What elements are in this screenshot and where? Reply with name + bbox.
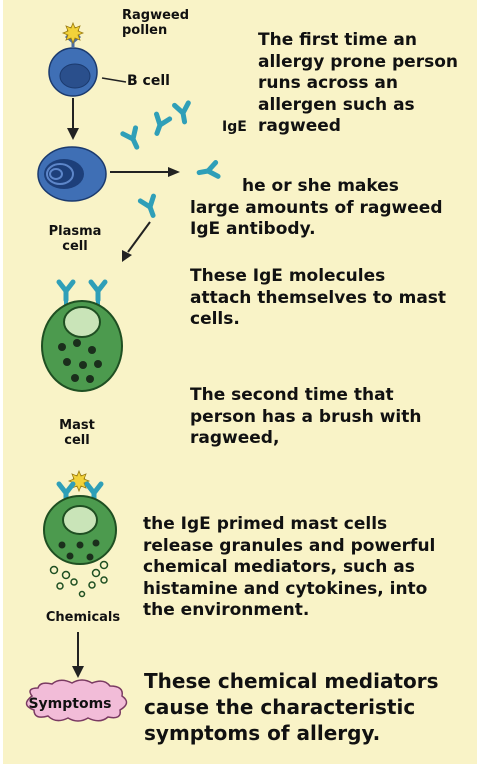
text-mediator-release: the IgE primed mast cells release granul… [143,514,435,622]
text-first-exposure: The first time an allergy prone person r… [258,30,458,138]
b-cell-label: B cell [127,74,170,89]
plasma-cell-icon [38,147,106,201]
mast-cell-label: Mast cell [42,418,112,448]
text-ige-attach: These IgE molecules attach themselves to… [190,266,446,331]
symptoms-label: Symptoms [18,696,122,712]
degranulating-mast-cell-icon [44,471,116,597]
chemicals-label: Chemicals [28,610,138,625]
arrow-down-2 [72,632,84,678]
ragweed-pollen-label: Ragweed pollen [122,8,189,38]
text-symptoms: These chemical mediators cause the chara… [144,668,439,746]
b-cell-icon [49,23,126,96]
arrow-down-1 [67,98,79,140]
text-ige-production: he or she makes large amounts of ragweed… [190,176,443,241]
mast-cell-icon [42,282,122,391]
text-second-exposure: The second time that person has a brush … [190,385,421,450]
arrow-to-antibodies [110,167,180,262]
ige-label: IgE [222,120,247,135]
plasma-cell-label: Plasma cell [40,224,110,254]
